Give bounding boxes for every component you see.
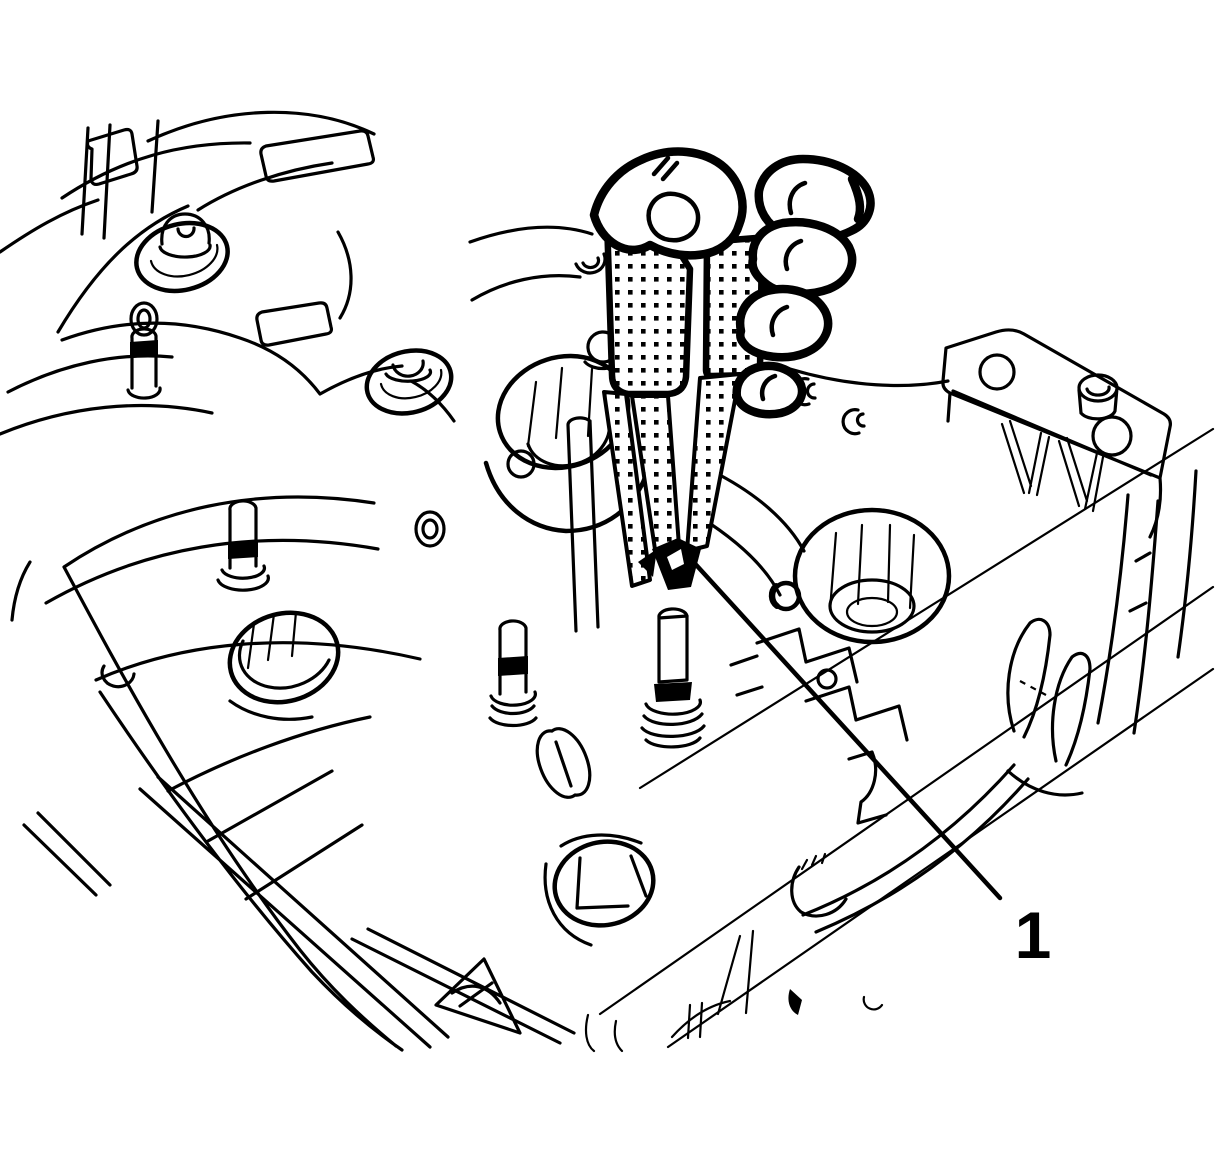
gripped-keeper [667, 549, 684, 570]
seal1-band [130, 340, 158, 358]
seal2-band [228, 540, 258, 559]
dowel-cylinder [1077, 373, 1119, 421]
seal3-band [498, 656, 528, 676]
thumb-nail [646, 191, 701, 243]
step-foot [790, 865, 848, 918]
valve-stem-seals [126, 327, 538, 728]
seal1-body [126, 327, 162, 400]
valve-stem [657, 614, 689, 684]
bore2-inner [237, 639, 331, 690]
callout-leader-line [685, 553, 1003, 901]
finger-nails [759, 180, 808, 402]
callout: 1 [685, 553, 1052, 972]
right-casting-edges [1096, 469, 1198, 735]
stud-boss-a-rim [149, 243, 219, 278]
bore1-hatch [526, 366, 594, 448]
corner-triangle [350, 927, 576, 1045]
step-foot-ticks [800, 852, 827, 871]
bore3-ring [543, 833, 643, 947]
bore2-outer [227, 610, 341, 705]
cam-journal-bore-3 [543, 833, 656, 947]
bottom-fade-details [350, 927, 884, 1053]
block-bore-outer [792, 507, 952, 645]
pliers-arm-1 [602, 390, 652, 588]
finger-ring [735, 284, 833, 362]
bore1-bolt-hole [506, 449, 536, 479]
valve-spring-flange [644, 698, 702, 716]
valve-spring-coils [640, 712, 706, 749]
pliers-arm-3 [685, 372, 742, 553]
block-top-edge [788, 367, 950, 388]
hidden-edge-dashes [1019, 680, 1047, 696]
cylinder-head [0, 110, 706, 1052]
block-bore-bottom [845, 596, 899, 628]
engine-block [350, 328, 1215, 1053]
cam-journal-bore-1 [483, 353, 651, 534]
seal3-spring [488, 704, 538, 728]
thumb-creases [651, 155, 680, 182]
mount-bracket [941, 328, 1172, 539]
thumb [589, 147, 747, 260]
head-contour-lines [0, 110, 677, 1052]
deck-band [801, 763, 1030, 934]
valve-seal-collar [654, 682, 692, 702]
valve-stem-under-pliers [640, 607, 706, 749]
stud-boss-a-outline [134, 220, 230, 294]
fade-blob [788, 989, 802, 1015]
bore3-inner [575, 854, 648, 910]
cam-journal-bore-2 [227, 610, 341, 705]
pliers-jaw-wedge [638, 549, 657, 577]
fade-strokes [584, 929, 884, 1053]
bridge-edges [566, 416, 806, 633]
stud-boss-b-dome-nut [384, 359, 433, 383]
deck-steps [729, 627, 1030, 934]
bracket-bolt-holes [978, 353, 1133, 457]
block-bore [792, 507, 952, 645]
hand-edge [847, 174, 865, 224]
block-bore-mid [828, 578, 916, 634]
stud-boss-b-rim [379, 368, 443, 400]
bore3-outer [552, 839, 656, 928]
stud-boss-a-dome-nut [158, 212, 212, 259]
finger-middle [748, 217, 857, 298]
tiny-hole [816, 668, 838, 690]
block-bore-walls [828, 523, 916, 612]
callout-label: 1 [1015, 898, 1052, 972]
step-profile [729, 627, 909, 825]
deck-long-edges [598, 427, 1215, 1049]
finger-pinky [732, 361, 807, 419]
hand [589, 147, 875, 419]
seal2-body [216, 499, 270, 592]
block-right-casting [1006, 469, 1198, 797]
valve-stem-top [657, 607, 689, 620]
bracket-outline [941, 328, 1172, 539]
casting-hooks [1006, 617, 1092, 797]
oblong-slot [535, 727, 592, 799]
bore2-hatch [246, 610, 298, 670]
bracket-ribs [1000, 419, 1105, 513]
stud-boss-b-outline [364, 348, 454, 416]
